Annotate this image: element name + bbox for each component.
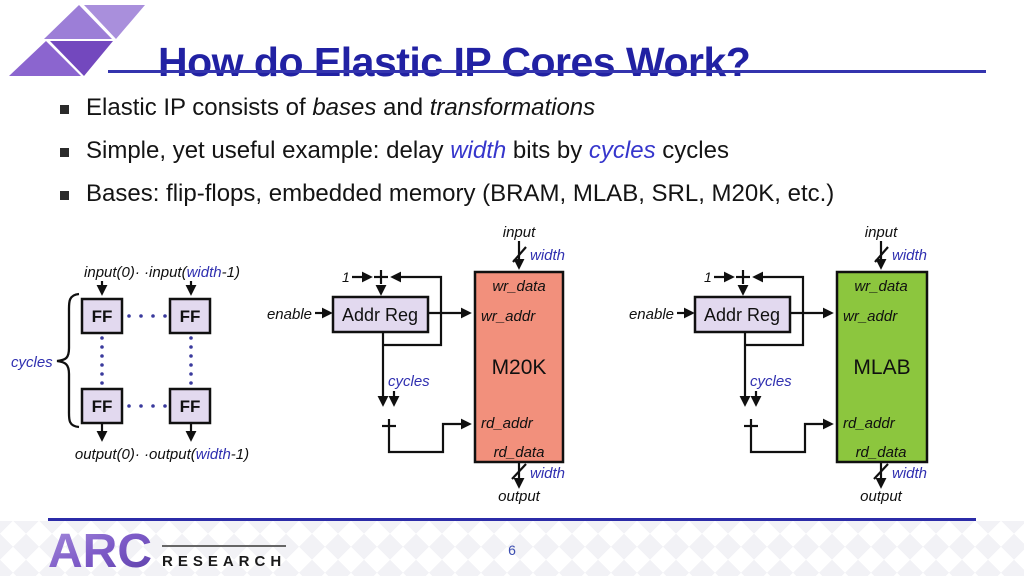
bus-width-slash [873,463,889,480]
ff-ellipsis-dots [100,314,193,408]
ff-box-label: FF [92,397,113,416]
page-title: How do Elastic IP Cores Work? [158,39,751,86]
bullet-item-1: Elastic IP consists of bases and transfo… [60,94,990,137]
ff-box-label: FF [92,307,113,326]
ff-box-label: FF [180,397,201,416]
bullet-list: Elastic IP consists of bases and transfo… [60,94,990,223]
output-label: output [498,488,541,505]
enable-label: enable [267,306,312,323]
bullet-text: Elastic IP consists of bases and transfo… [86,94,596,121]
wr-addr-port: wr_addr [843,308,898,325]
rd-addr-port: rd_addr [843,415,896,432]
input-label: input [865,224,898,241]
footer-divider [48,518,976,521]
bullet-text: Simple, yet useful example: delay width … [86,137,729,164]
ff-cycles-label: cycles [11,354,53,371]
wr-data-port: wr_data [492,278,545,295]
cycles-brace [56,292,80,429]
increment-adder [374,270,388,284]
addr-reg-label: Addr Reg [704,305,780,325]
width-label: width [892,465,927,482]
memory-name: MLAB [853,356,910,379]
output-label: output [860,488,903,505]
ff-box [168,297,212,335]
addr-reg-box [693,295,792,334]
ff-box [80,387,124,425]
cycles-label: cycles [750,373,792,390]
slide-logo-icon [9,5,145,76]
title-underline [108,70,986,73]
memory-box [473,270,565,464]
rd-data-port: rd_data [856,444,907,461]
width-label: width [530,247,565,264]
rd-data-port: rd_data [494,444,545,461]
research-label: RESEARCH [162,545,287,570]
enable-label: enable [629,306,674,323]
arc-logo-text: ARC [48,525,152,574]
bullet-text: Bases: flip-flops, embedded memory (BRAM… [86,180,835,207]
page-number: 6 [508,542,516,558]
arc-research-logo: ARC RESEARCH [48,524,287,574]
m20k-diagram: input width wr_data wr_addr M20K rd_addr… [267,224,565,505]
mlab-diagram: input width wr_data wr_addr MLAB rd_addr… [629,224,929,505]
bullet-item-3: Bases: flip-flops, embedded memory (BRAM… [60,180,990,223]
bullet-marker [60,191,69,200]
addr-reg-label: Addr Reg [342,305,418,325]
addr-reg-box [331,295,430,334]
cycles-label: cycles [388,373,430,390]
ff-box [80,297,124,335]
memory-name: M20K [492,356,547,379]
bus-width-slash [512,246,527,263]
offset-adder [744,419,758,433]
one-label: 1 [704,269,712,285]
bullet-marker [60,105,69,114]
wr-addr-port: wr_addr [481,308,536,325]
ff-delay-diagram: input(0)· ·input(width-1) FF FF FF FF ou… [11,264,249,463]
rd-addr-port: rd_addr [481,415,534,432]
one-label: 1 [342,269,350,285]
ff-output-label: output(0)· ·output(width-1) [75,446,249,463]
rd-addr-wire [749,418,834,454]
rd-addr-wire [387,418,472,454]
feedback-wire [745,271,805,347]
input-label: input [503,224,536,241]
offset-adder [382,419,396,433]
ff-input-label: input(0)· ·input(width-1) [84,264,240,281]
wr-data-port: wr_data [854,278,907,295]
feedback-wire [383,271,443,347]
bullet-item-2: Simple, yet useful example: delay width … [60,137,990,180]
bus-width-slash [511,463,527,480]
arc-logo-icon: ARC [48,525,152,574]
bus-width-slash [874,246,889,263]
width-label: width [892,247,927,264]
width-label: width [530,465,565,482]
increment-adder [736,270,750,284]
footer-texture [0,521,1024,576]
bullet-marker [60,148,69,157]
ff-box-label: FF [180,307,201,326]
